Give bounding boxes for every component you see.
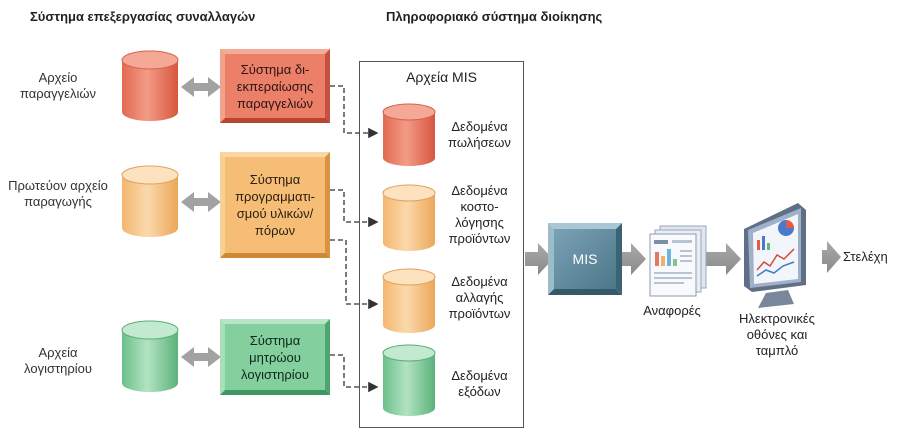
database-icon-orders bbox=[121, 50, 179, 121]
source-label-orders: Αρχείο παραγγελιών bbox=[19, 70, 97, 101]
mis-file-label-expenses: Δεδομένα εξόδων bbox=[451, 368, 508, 399]
monitor-icon bbox=[744, 203, 806, 308]
mis-box bbox=[548, 223, 622, 295]
mis-file-label-sales: Δεδομένα πωλήσεων bbox=[448, 119, 511, 150]
mis-box-label: MIS bbox=[572, 251, 598, 267]
tps-header: Σύστημα επεξεργασίας συναλλαγών bbox=[30, 9, 256, 24]
database-icon-accounting bbox=[121, 320, 179, 392]
database-icon-costing bbox=[382, 184, 436, 251]
source-label-production: Πρωτεύον αρχείο παραγωγής bbox=[8, 178, 108, 209]
accounting-registry-system-label: Σύστημα μητρώου λογιστηρίου bbox=[241, 332, 309, 382]
database-icon-product-changes bbox=[382, 268, 436, 333]
database-icon-production bbox=[121, 165, 179, 237]
managers-label: Στελέχη bbox=[843, 249, 888, 264]
report-stack-icon bbox=[649, 225, 707, 297]
flow-arrow-icon bbox=[525, 241, 841, 275]
resource-planning-system-label: Σύστημα προγραμματι- σμού υλικών/ πόρων bbox=[235, 172, 315, 238]
database-icon-expenses bbox=[382, 344, 436, 416]
mis-files-title: Αρχεία MIS bbox=[406, 69, 477, 85]
reports-label: Αναφορές bbox=[643, 303, 701, 318]
screens-label: Ηλεκτρονικές οθόνες και ταμπλό bbox=[739, 311, 815, 358]
order-processing-system: Σύστημα δι- εκπεραίωσης παραγγελιών bbox=[220, 49, 330, 123]
source-label-accounting: Αρχεία λογιστηρίου bbox=[24, 345, 92, 376]
accounting-registry-system: Σύστημα μητρώου λογιστηρίου bbox=[220, 319, 330, 395]
bidirectional-arrow-icon bbox=[181, 77, 221, 367]
resource-planning-system: Σύστημα προγραμματι- σμού υλικών/ πόρων bbox=[220, 152, 330, 258]
mis-header: Πληροφοριακό σύστημα διοίκησης bbox=[386, 9, 603, 24]
mis-file-label-product-changes: Δεδομένα αλλαγής προϊόντων bbox=[448, 274, 511, 321]
order-processing-system-label: Σύστημα δι- εκπεραίωσης παραγγελιών bbox=[236, 61, 314, 111]
database-icon-sales bbox=[382, 103, 436, 166]
mis-file-label-costing: Δεδομένα κοστο- λόγησης προϊόντων bbox=[448, 183, 511, 246]
